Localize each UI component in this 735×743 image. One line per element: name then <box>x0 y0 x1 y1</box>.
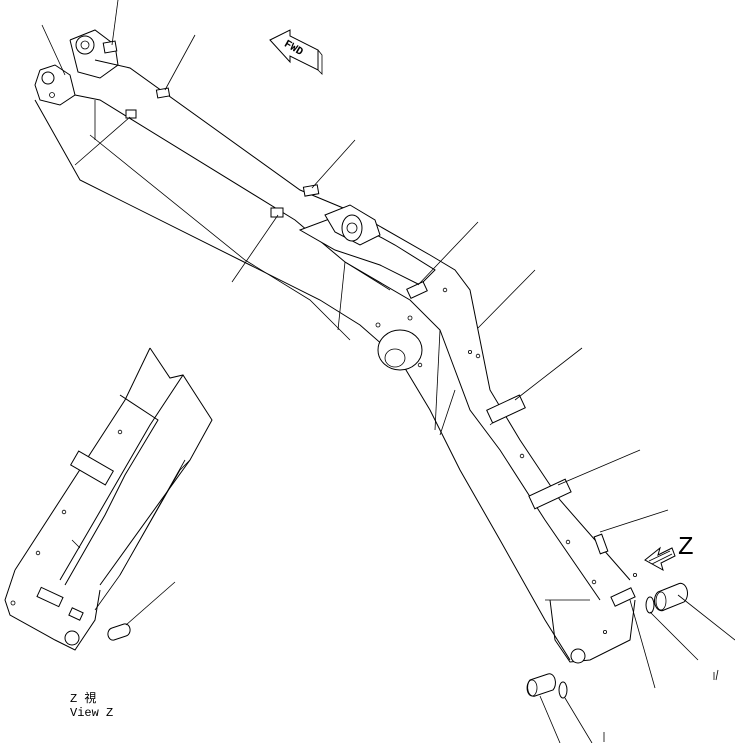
pin-detail <box>107 623 131 641</box>
bushing-bottom <box>526 673 556 697</box>
fwd-arrow: FWD <box>269 29 323 75</box>
detail-view-z <box>4 347 213 651</box>
view-caption-line1: Z 視 <box>70 690 96 706</box>
boom-body <box>34 59 636 664</box>
view-caption: Z 視 View Z <box>70 690 113 720</box>
loose-parts <box>107 582 688 699</box>
clamp-brackets <box>102 40 638 607</box>
view-z-label: Z <box>678 532 694 562</box>
o-ring-bottom <box>558 681 568 699</box>
boom-tip-bracket <box>34 29 119 106</box>
view-z-marker: Z <box>644 532 694 572</box>
view-caption-line2: View Z <box>70 706 113 720</box>
boom-boss <box>375 287 481 371</box>
cylinder-bracket <box>298 204 436 291</box>
leader-lines <box>41 0 735 743</box>
o-ring-right <box>645 596 655 614</box>
bushing-right <box>654 582 688 612</box>
